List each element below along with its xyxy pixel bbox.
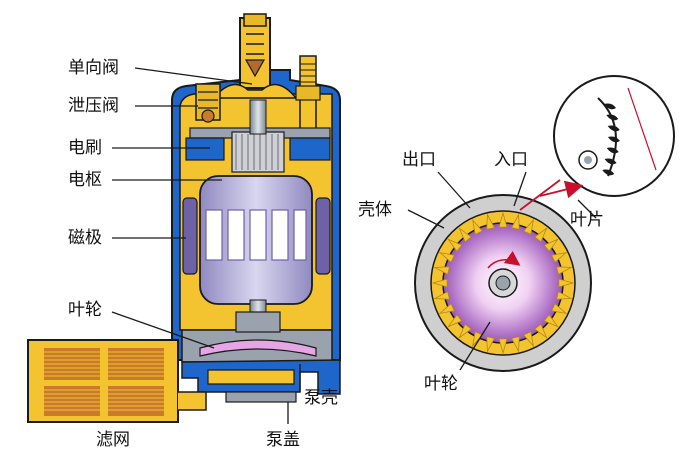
label-filter: 滤网 [96, 430, 130, 450]
armature-graphic [199, 175, 313, 347]
impeller-tooth [438, 303, 455, 315]
impeller-tooth [534, 227, 548, 243]
impeller-tooth [556, 291, 573, 300]
label-magnet-pole: 磁极 [68, 228, 102, 248]
impeller-tooth [486, 336, 495, 353]
blade-segment [607, 125, 620, 132]
impeller-tooth [471, 331, 483, 348]
impeller-tooth [511, 213, 520, 230]
label-impeller-left: 叶轮 [68, 300, 102, 320]
impeller-tooth [458, 227, 472, 243]
impeller-tooth [511, 336, 520, 353]
impeller-tooth [447, 314, 463, 328]
impeller-tooth [543, 238, 559, 252]
impeller-tooth [486, 213, 495, 230]
impeller-tooth [447, 238, 463, 252]
impeller-tooth [556, 266, 573, 275]
impeller-tooth [551, 303, 568, 315]
label-brush: 电刷 [68, 138, 102, 158]
pump-lower-body [181, 311, 341, 403]
impeller-tooth [433, 266, 450, 275]
leader-lines-right [407, 171, 597, 371]
impeller-teeth [431, 211, 575, 355]
zoom-callout [553, 75, 675, 197]
label-casing: 壳体 [358, 200, 392, 220]
impeller-tooth [438, 251, 455, 263]
impeller-tooth [498, 338, 508, 355]
brush-graphic [185, 99, 331, 173]
impeller-tooth [523, 331, 535, 348]
impeller-tooth [431, 278, 448, 288]
label-outlet: 出口 [402, 150, 436, 170]
label-pump-housing: 泵壳 [304, 388, 338, 408]
label-impeller-right: 叶轮 [424, 374, 458, 394]
label-relief-valve: 泄压阀 [68, 96, 119, 116]
impeller-tooth [433, 291, 450, 300]
impeller-cross-section [407, 75, 675, 372]
impeller-tooth [534, 323, 548, 339]
magnet-pole-right [315, 197, 331, 275]
blade-segment [606, 147, 619, 154]
impeller-tooth [471, 218, 483, 235]
impeller-tooth [558, 278, 575, 288]
impeller-tooth [551, 251, 568, 263]
blade-segment [606, 114, 619, 121]
blade-detail [602, 103, 620, 176]
impeller-tooth [498, 211, 508, 228]
label-pump-cover: 泵盖 [266, 430, 300, 450]
pump-cross-section [27, 13, 341, 424]
impeller-tooth [543, 314, 559, 328]
filter-graphic [27, 339, 207, 423]
blade-segment [607, 136, 620, 143]
leader-lines-left [111, 67, 301, 424]
impeller-tooth [458, 323, 472, 339]
label-inlet: 入口 [494, 150, 528, 170]
label-blade: 叶片 [570, 210, 604, 230]
relief-valve-graphic [195, 83, 221, 123]
blade-segment [604, 158, 617, 165]
blade-segment [604, 103, 616, 110]
check-valve-graphic [212, 13, 298, 99]
terminal-graphic [295, 55, 321, 137]
impeller-tooth [523, 218, 535, 235]
blade-segment [602, 169, 615, 176]
magnet-pole-left [182, 197, 198, 275]
label-armature: 电枢 [68, 170, 102, 190]
label-check-valve: 单向阀 [68, 58, 119, 78]
